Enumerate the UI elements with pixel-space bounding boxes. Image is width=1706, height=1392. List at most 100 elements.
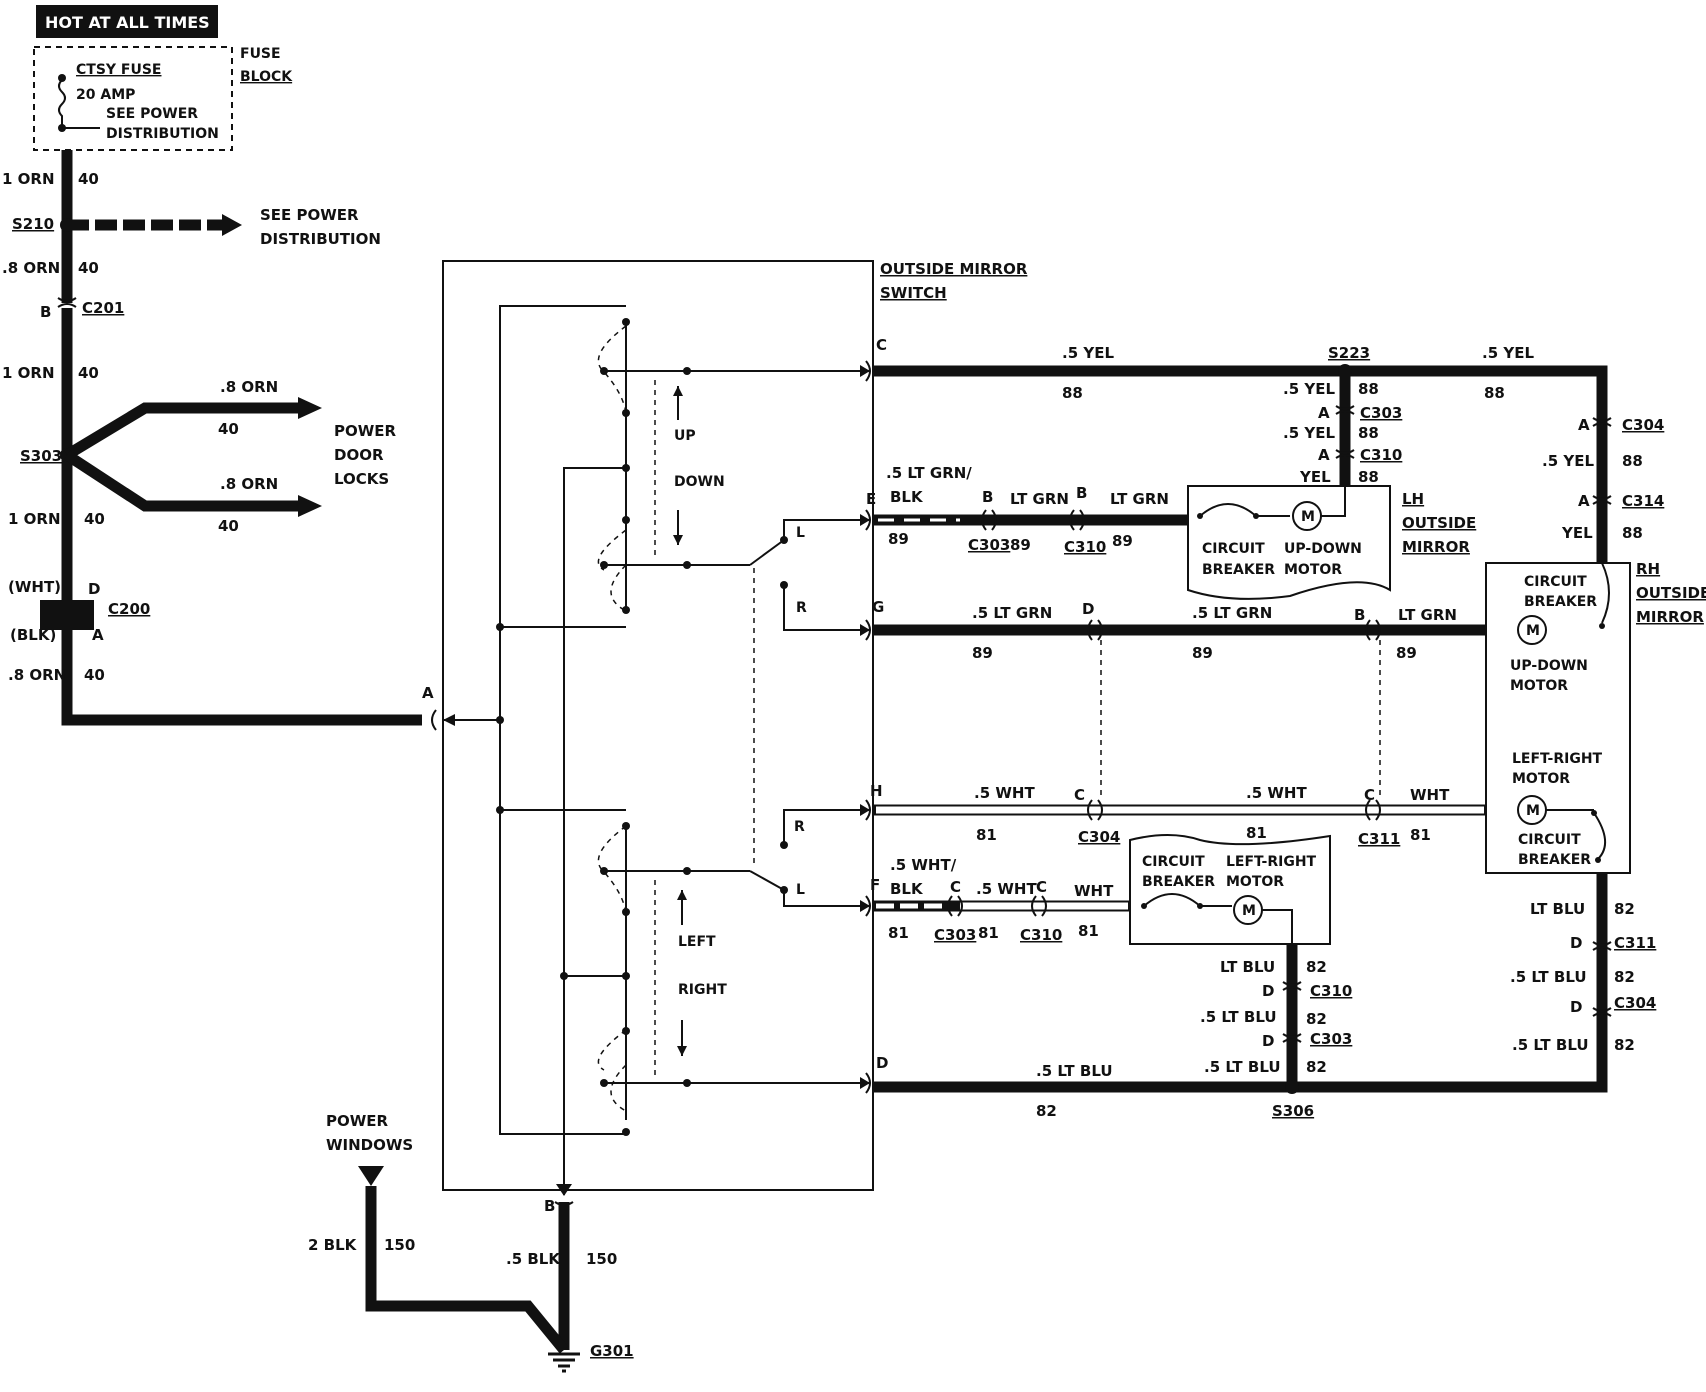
svg-text:BREAKER: BREAKER [1202,562,1275,578]
svg-text:.8 ORN: .8 ORN [220,475,278,493]
svg-text:81: 81 [1246,824,1267,842]
svg-text:D: D [1570,998,1582,1016]
svg-text:150: 150 [586,1250,617,1268]
svg-text:E: E [866,490,876,508]
svg-text:DISTRIBUTION: DISTRIBUTION [106,126,219,142]
svg-text:CIRCUIT: CIRCUIT [1518,832,1581,848]
svg-text:81: 81 [978,924,999,942]
svg-text:OUTSIDE: OUTSIDE [1402,514,1476,532]
svg-text:88: 88 [1062,384,1083,402]
svg-text:C303: C303 [1310,1030,1352,1048]
svg-text:.5 YEL: .5 YEL [1482,344,1534,362]
svg-text:M: M [1526,803,1540,819]
svg-text:C311: C311 [1614,934,1656,952]
svg-text:CIRCUIT: CIRCUIT [1142,854,1205,870]
svg-text:89: 89 [888,530,909,548]
svg-text:H: H [870,782,883,800]
svg-text:.5 LT BLU: .5 LT BLU [1200,1008,1277,1026]
svg-text:.5 YEL: .5 YEL [1283,380,1335,398]
svg-text:RIGHT: RIGHT [678,982,727,998]
svg-text:C: C [876,336,887,354]
fuse-icon [58,79,66,126]
svg-text:89: 89 [1192,644,1213,662]
svg-text:DOWN: DOWN [674,474,725,490]
svg-text:S306: S306 [1272,1102,1314,1120]
svg-text:.8 ORN: .8 ORN [220,378,278,396]
svg-text:DOOR: DOOR [334,446,384,464]
svg-text:BREAKER: BREAKER [1524,594,1597,610]
svg-text:C314: C314 [1622,492,1664,510]
svg-text:88: 88 [1358,424,1379,442]
svg-text:LT GRN: LT GRN [1010,490,1069,508]
svg-text:1 ORN: 1 ORN [2,170,55,188]
yel-88-wire [874,365,1608,410]
svg-text:.5 YEL: .5 YEL [1283,424,1335,442]
svg-text:B: B [544,1197,555,1215]
svg-text:88: 88 [1484,384,1505,402]
svg-text:.5 BLK: .5 BLK [506,1250,561,1268]
svg-text:YEL: YEL [1299,468,1331,486]
svg-text:S223: S223 [1328,344,1370,362]
svg-text:81: 81 [888,924,909,942]
svg-text:A: A [92,626,104,644]
svg-text:.5 YEL: .5 YEL [1542,452,1594,470]
svg-text:A: A [1318,446,1330,464]
svg-text:D: D [1262,982,1274,1000]
power-windows-arrow [358,1166,384,1186]
svg-text:88: 88 [1622,524,1643,542]
svg-text:82: 82 [1306,1010,1327,1028]
svg-text:R: R [796,600,807,616]
svg-text:88: 88 [1622,452,1643,470]
svg-text:C310: C310 [1310,982,1352,1000]
lh-mirror-box [1187,485,1391,600]
svg-text:(BLK): (BLK) [10,626,56,644]
svg-text:89: 89 [1112,532,1133,550]
fuse-block-box [33,46,233,151]
svg-text:SEE POWER: SEE POWER [106,106,198,122]
svg-text:D: D [1262,1032,1274,1050]
c200-connector [40,600,94,630]
svg-text:UP: UP [674,428,696,444]
s210-label: S210 [12,215,54,233]
svg-text:D: D [876,1054,888,1072]
svg-text:RH: RH [1636,560,1660,578]
svg-text:C304: C304 [1622,416,1664,434]
svg-text:LT GRN: LT GRN [1110,490,1169,508]
svg-text:F: F [870,876,880,894]
svg-text:B: B [1354,606,1365,624]
svg-text:40: 40 [218,517,239,535]
svg-text:BREAKER: BREAKER [1518,852,1591,868]
svg-text:LT BLU: LT BLU [1220,958,1275,976]
svg-text:C: C [950,878,961,896]
svg-text:89: 89 [1010,536,1031,554]
svg-text:82: 82 [1036,1102,1057,1120]
svg-text:82: 82 [1306,1058,1327,1076]
svg-text:40: 40 [84,510,105,528]
svg-text:MOTOR: MOTOR [1512,771,1570,787]
svg-text:.5 LT BLU: .5 LT BLU [1510,968,1587,986]
svg-text:FUSE: FUSE [240,46,281,62]
svg-text:.5 LT GRN: .5 LT GRN [1192,604,1272,622]
svg-text:BREAKER: BREAKER [1142,874,1215,890]
hot-label: HOT AT ALL TIMES [45,13,210,32]
svg-text:C304: C304 [1614,994,1656,1012]
ground-icon [548,1352,580,1373]
svg-text:D: D [1082,600,1094,618]
svg-text:BLK: BLK [890,488,924,506]
svg-text:R: R [794,819,805,835]
hot-at-all-times-banner [36,5,218,38]
svg-text:(WHT): (WHT) [8,578,61,596]
ctsy-fuse-label: CTSY FUSE [76,62,162,78]
svg-text:82: 82 [1614,1036,1635,1054]
svg-text:MIRROR: MIRROR [1636,608,1704,626]
svg-text:BLOCK: BLOCK [240,69,293,85]
svg-text:SWITCH: SWITCH [880,284,947,302]
svg-text:SEE POWER: SEE POWER [260,206,359,224]
lh-left-right-motor-box [1129,834,1331,945]
svg-text:MOTOR: MOTOR [1284,562,1342,578]
svg-text:A: A [1578,416,1590,434]
svg-text:C303: C303 [968,536,1010,554]
svg-text:150: 150 [384,1236,415,1254]
svg-text:C201: C201 [82,299,124,317]
svg-text:WHT: WHT [1410,786,1450,804]
